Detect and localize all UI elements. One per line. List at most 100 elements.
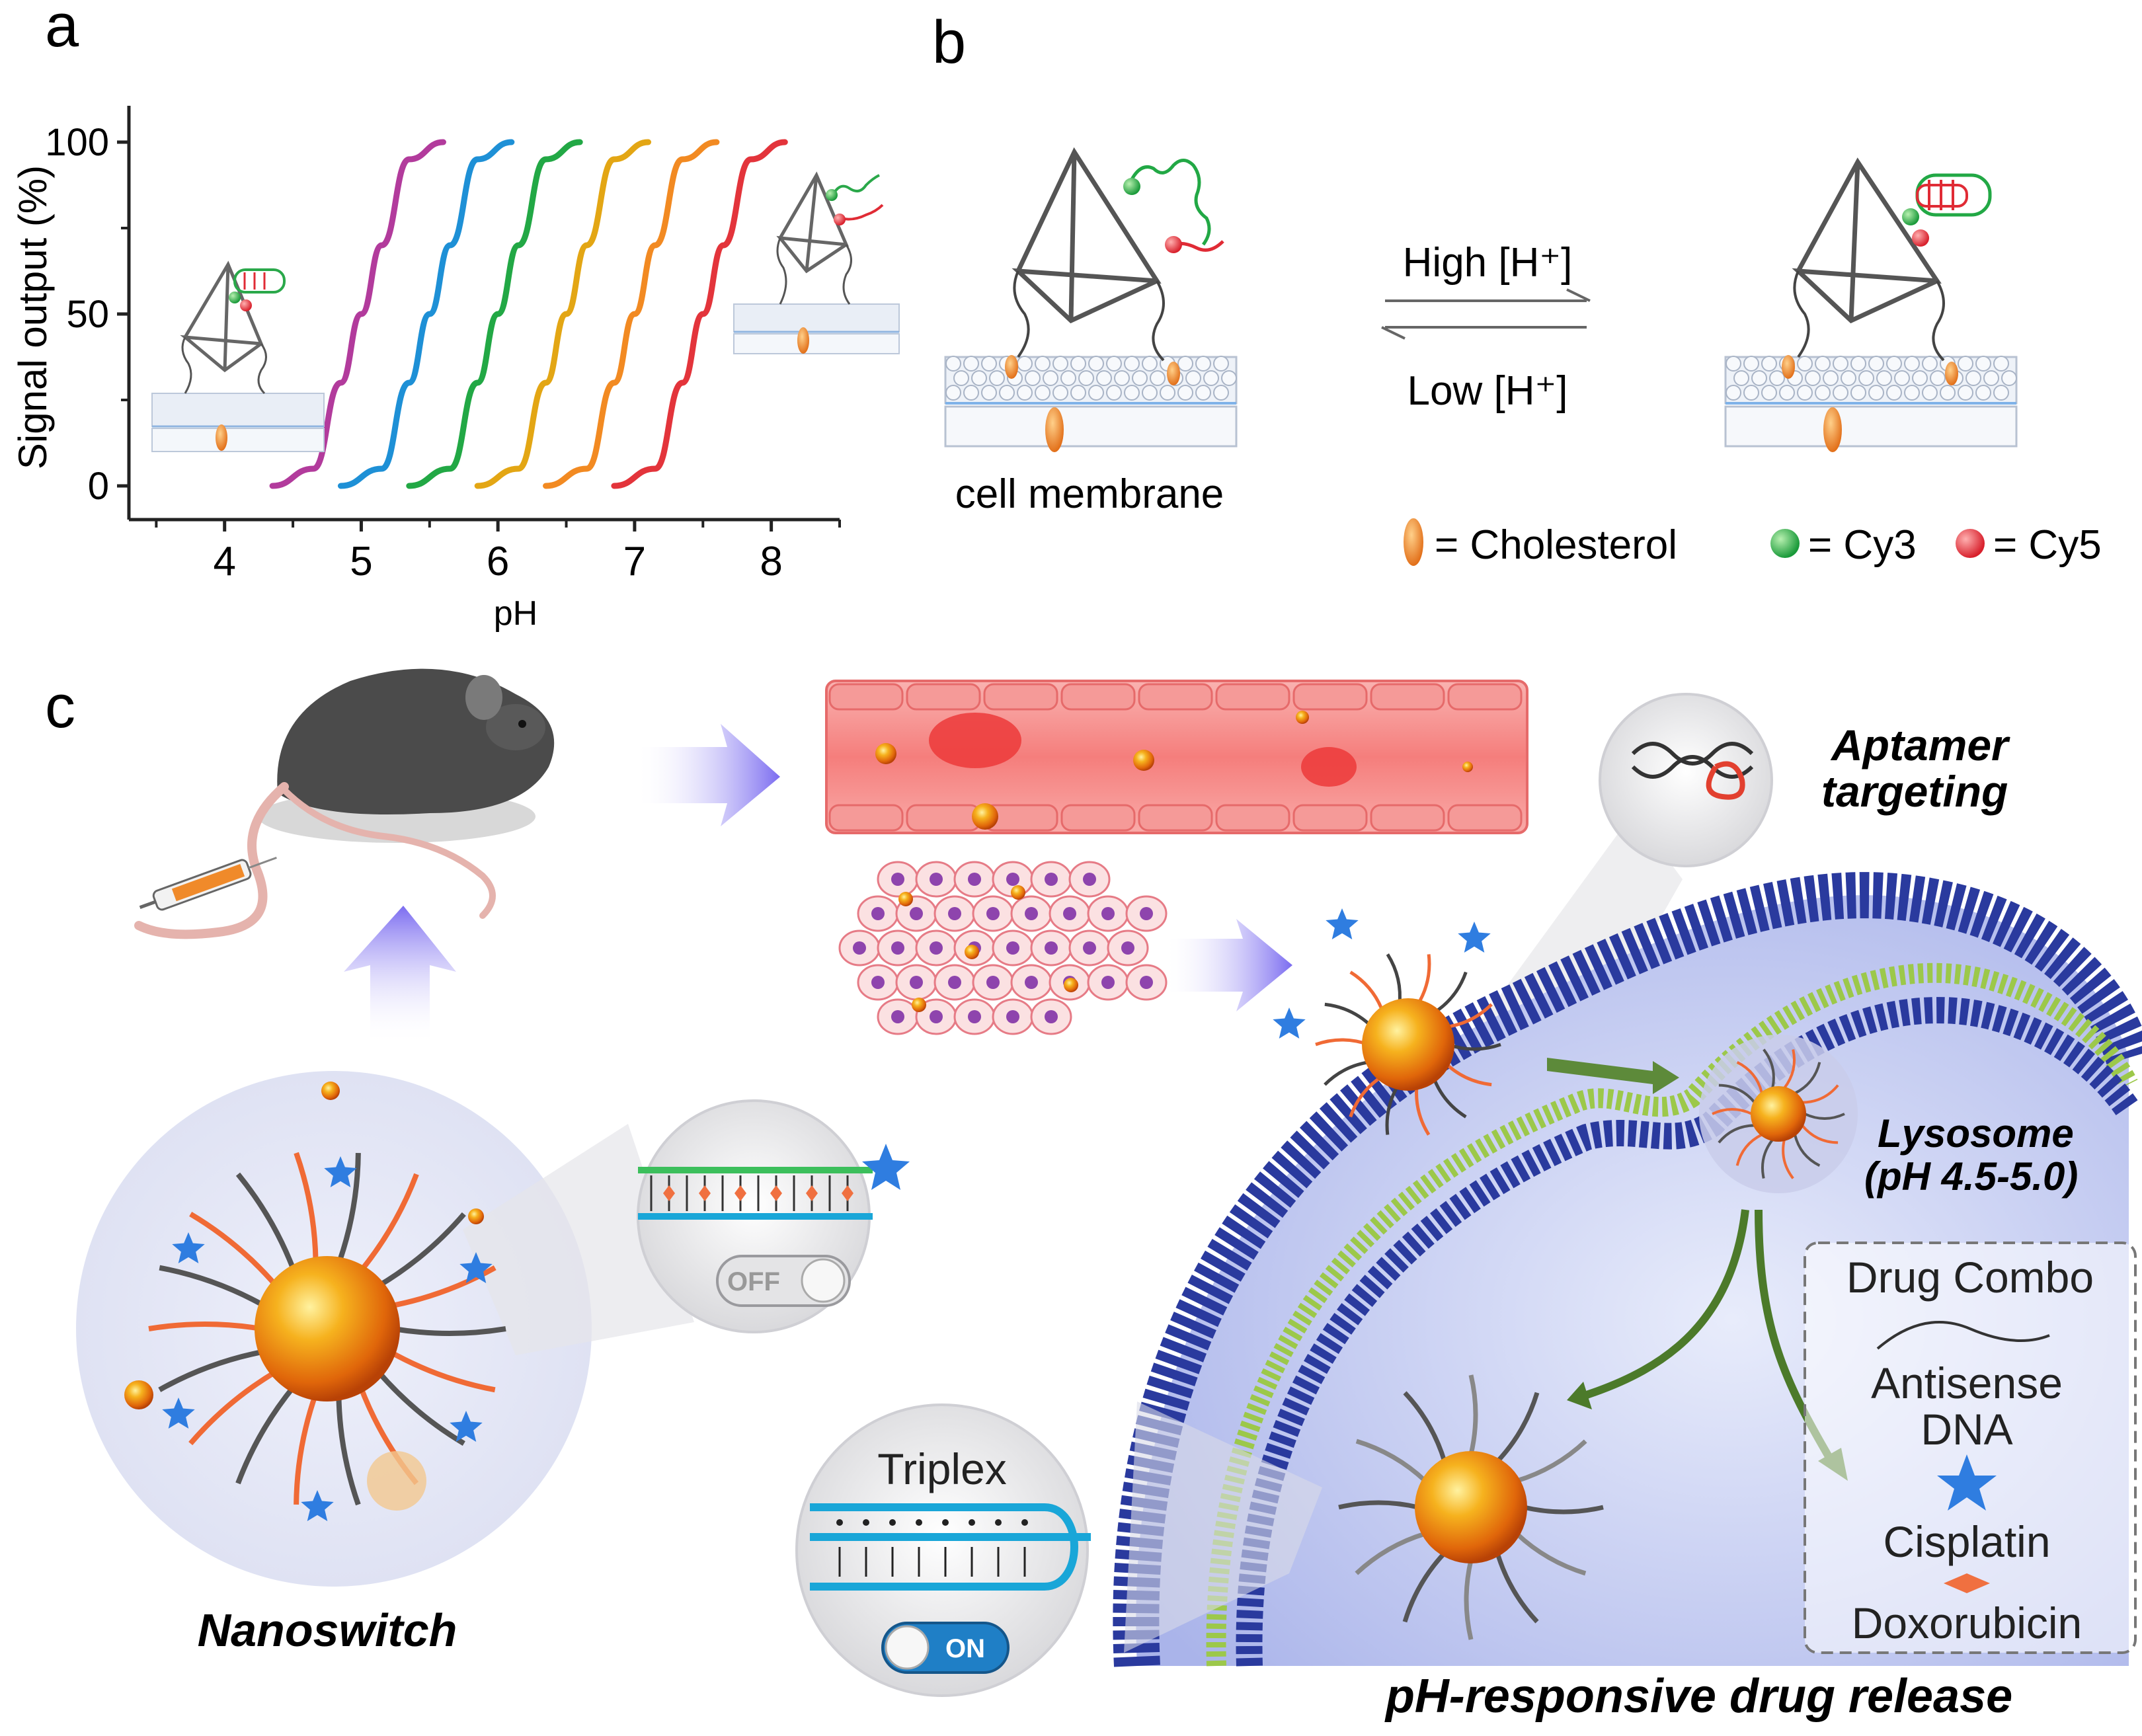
lipid-head (1868, 385, 1884, 401)
dna-strand (1516, 1439, 1587, 1483)
antisense-label-2: DNA (1921, 1405, 2012, 1454)
cell-nucleus (1006, 873, 1019, 886)
tetrahedron-frame (1012, 147, 1162, 324)
lipid-head (963, 385, 979, 401)
y-axis-label: Signal output (%) (11, 165, 55, 469)
lipid-head (953, 370, 969, 386)
lipid-head (1797, 356, 1813, 372)
lysosome-label-2: (pH 4.5-5.0) (1864, 1154, 2078, 1199)
lipid-head (1965, 370, 1981, 386)
lipid-head (1797, 385, 1813, 401)
endothelial-cell (1060, 683, 1136, 711)
central-nanoparticle (255, 1256, 400, 1401)
panel-label-b: b (932, 9, 966, 76)
inset-open-tetrahedron (733, 171, 900, 354)
off-toggle: OFF (716, 1255, 851, 1307)
flow-arrow-right-1 (635, 724, 780, 826)
lipid-head (1060, 370, 1076, 386)
dna-strand (1338, 1500, 1419, 1510)
dna-strand (336, 1394, 361, 1506)
inset-closed-tetrahedron (151, 260, 325, 452)
dna-strand (1386, 953, 1402, 1006)
lipid-head (1035, 385, 1051, 401)
dna-strand (294, 1152, 319, 1264)
lipid-head (1993, 385, 2009, 401)
antisense-label-1: Antisense (1871, 1359, 2063, 1407)
lipid-head (1761, 356, 1777, 372)
lipid-head (1185, 370, 1201, 386)
lipid-head (1886, 385, 1902, 401)
endothelial-cell (1060, 804, 1136, 832)
hoogsteen-dot (942, 1519, 949, 1526)
lipid-head (1751, 370, 1767, 386)
hoogsteen-dot (889, 1519, 896, 1526)
dna-strand (1802, 1084, 1839, 1104)
cell-nucleus (891, 1010, 904, 1023)
series-layer (269, 139, 788, 489)
dna-strand (1794, 1062, 1821, 1095)
dna-strand (1712, 1108, 1753, 1115)
aptamer-label-1: Aptamer (1830, 721, 2010, 769)
dna-strand (1718, 1124, 1755, 1144)
lipid-head (1815, 385, 1831, 401)
cell-nucleus (910, 976, 923, 989)
dna-strand (336, 1153, 361, 1265)
lipid-head (1743, 356, 1759, 372)
doxorubicin-diamond-icon (842, 1185, 853, 1201)
lipid-head (1088, 385, 1104, 401)
hoogsteen-dot (1021, 1519, 1028, 1526)
cell-nucleus (948, 976, 961, 989)
cholesterol-icon (1782, 355, 1795, 379)
anchor-strand (181, 336, 192, 394)
dna-strand (294, 1393, 319, 1505)
cell-membrane-label: cell membrane (955, 471, 1224, 517)
endothelial-cell (1292, 804, 1368, 832)
dna-strand (1324, 1002, 1374, 1029)
lysosome (1699, 1035, 1858, 1193)
low-h-label: Low [H⁺] (1408, 368, 1568, 414)
cholesterol-icon (216, 424, 227, 451)
cell-nucleus (1083, 873, 1096, 886)
lipid-head (963, 356, 979, 372)
tetrahedron-frame (180, 260, 264, 373)
drug-combo-box: Drug Combo Antisense DNA Cisplatin Doxor… (1804, 1242, 2137, 1654)
cholesterol-icon (1945, 362, 1958, 385)
lipid-head (1035, 356, 1051, 372)
tumor-nanoparticle (1064, 978, 1078, 992)
lipid-head (1876, 370, 1892, 386)
cy5-dot (834, 214, 846, 225)
syringe-icon (139, 856, 277, 911)
lipid-head (1195, 356, 1211, 372)
lipid-head (1733, 370, 1749, 386)
lipid-head (1017, 385, 1033, 401)
cisplatin-star-icon (162, 1398, 195, 1429)
lipid-head (971, 370, 987, 386)
lipid-head (1761, 385, 1777, 401)
dna-strand (1402, 1551, 1447, 1623)
cisplatin-star-icon (172, 1232, 205, 1264)
off-label: OFF (727, 1267, 780, 1296)
cell-nucleus (986, 976, 1000, 989)
cell-nucleus (1063, 907, 1076, 920)
lipid-head (1213, 356, 1229, 372)
lipid-head (1904, 356, 1920, 372)
lipid-head (1114, 370, 1130, 386)
lipid-head (1132, 370, 1148, 386)
tumor-cells (838, 861, 1168, 1035)
lipid-head (1975, 385, 1991, 401)
dna-strand (1523, 1505, 1604, 1515)
lipid-head (1106, 385, 1122, 401)
dna-strand (1515, 1532, 1587, 1576)
endothelial-cell (828, 804, 904, 832)
series-line-1 (269, 139, 446, 489)
hoogsteen-dot (916, 1519, 922, 1526)
cell-nucleus (1025, 976, 1038, 989)
cy3-legend-icon (1770, 529, 1800, 558)
x-tick-label: 7 (623, 539, 646, 584)
lipid-head (1052, 356, 1068, 372)
doxorubicin-diamond-icon (770, 1185, 782, 1201)
lipid-head (1096, 370, 1112, 386)
dna-strand (235, 1384, 297, 1485)
cisplatin-star-icon (1273, 1007, 1306, 1039)
